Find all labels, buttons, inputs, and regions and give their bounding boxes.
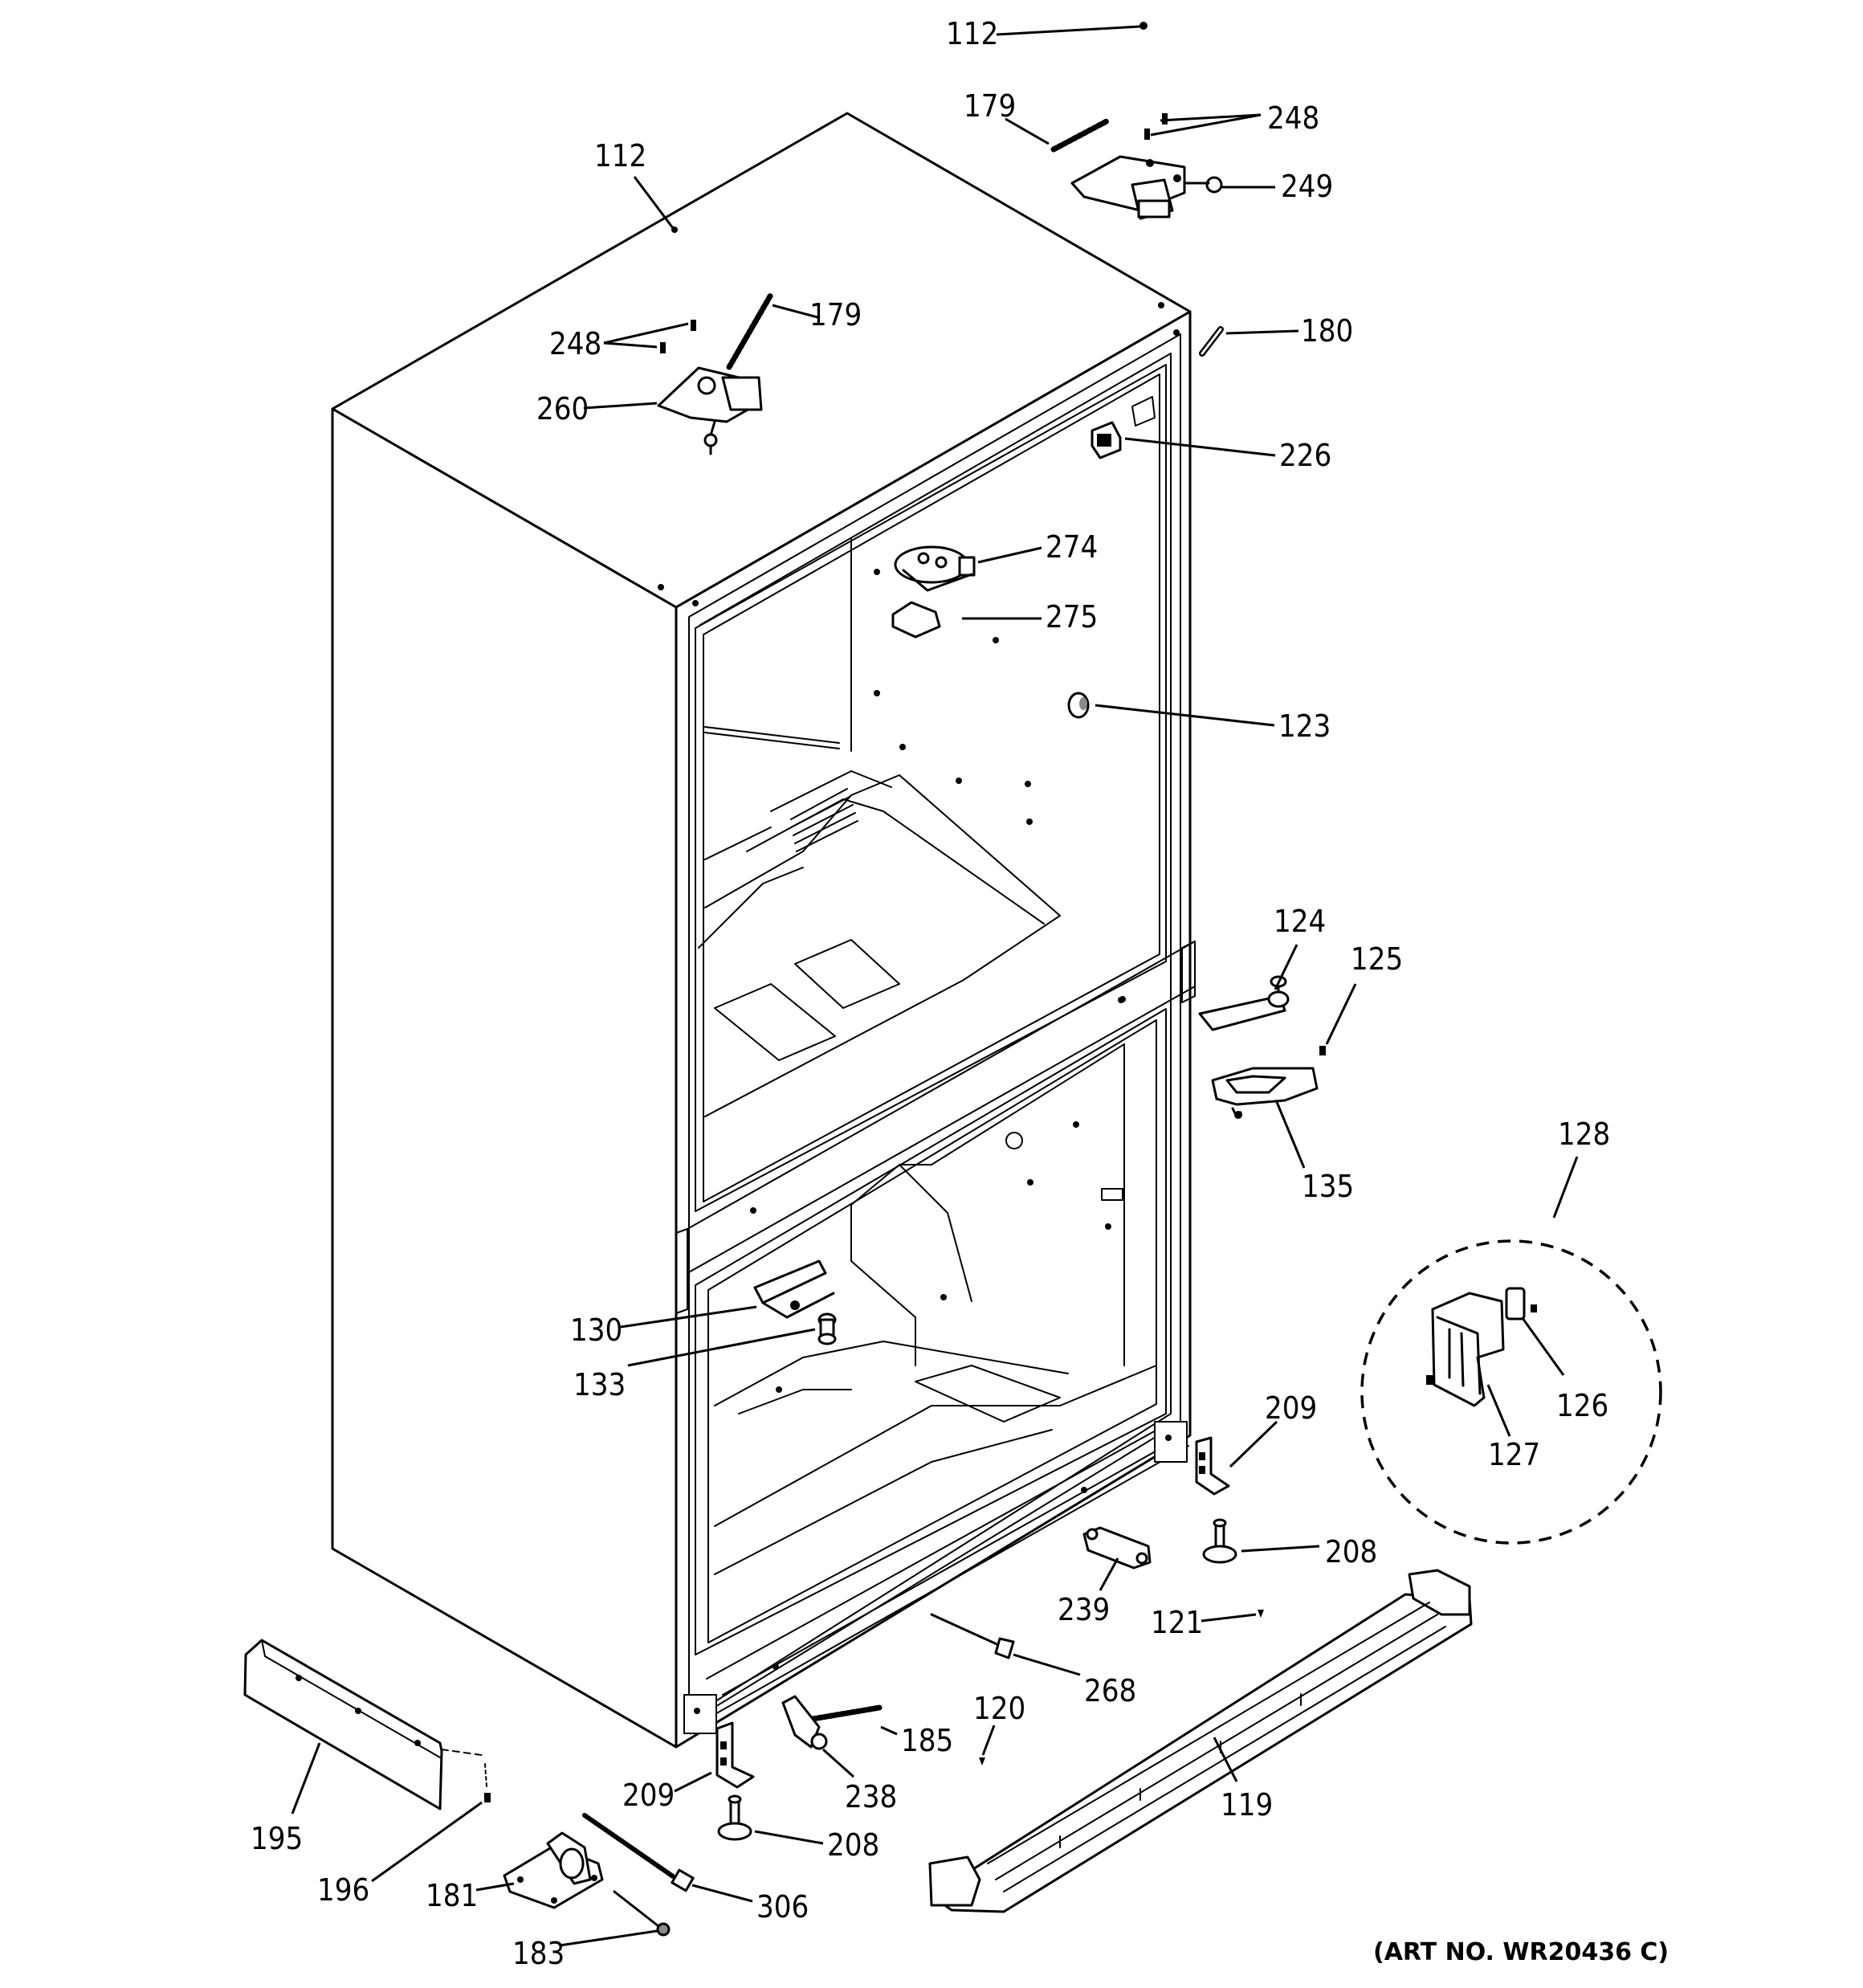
cover-275 <box>891 601 941 639</box>
spring-185 <box>809 1704 883 1722</box>
bracket-124 <box>1198 975 1290 1031</box>
callout-126: 126 <box>1556 1388 1608 1423</box>
callout-135: 135 <box>1302 1169 1354 1204</box>
callout-180: 180 <box>1301 313 1353 349</box>
callout-248-top: 248 <box>1267 100 1319 136</box>
callout-268: 268 <box>1084 1673 1136 1708</box>
screw-120 <box>979 1757 985 1766</box>
air-vent <box>790 788 858 852</box>
hinge-135 <box>1211 1067 1319 1119</box>
leveler-208-right <box>1202 1518 1237 1564</box>
art-number: (ART NO. WR20436 C) <box>1373 1938 1669 1966</box>
callout-209-left: 209 <box>622 1778 675 1813</box>
rod-268 <box>930 1613 1015 1659</box>
hinge-pin-180 <box>1199 326 1224 357</box>
callout-238: 238 <box>845 1779 897 1815</box>
callout-128: 128 <box>1558 1116 1610 1152</box>
callout-209-right: 209 <box>1265 1390 1317 1426</box>
screw-121 <box>1258 1610 1264 1618</box>
callout-306: 306 <box>756 1889 809 1925</box>
spring-179-cabinet <box>726 292 774 370</box>
callout-121: 121 <box>1151 1605 1203 1640</box>
callout-260: 260 <box>536 391 589 427</box>
callout-119: 119 <box>1221 1787 1273 1823</box>
callout-labels: 112 112 179 248 249 179 248 260 180 226 … <box>251 16 1669 1971</box>
callout-130: 130 <box>570 1312 622 1348</box>
callout-124: 124 <box>1274 904 1326 939</box>
screw-125 <box>1319 1046 1326 1055</box>
roller-239 <box>1082 1526 1152 1570</box>
callout-123: 123 <box>1278 708 1331 744</box>
callout-226: 226 <box>1279 438 1331 473</box>
callout-179-top: 179 <box>964 88 1016 124</box>
callout-274: 274 <box>1046 529 1098 565</box>
screws-248-cabinet <box>660 320 696 353</box>
callout-112-cabinet: 112 <box>594 138 646 173</box>
callout-208-right: 208 <box>1325 1534 1377 1570</box>
callout-249: 249 <box>1281 169 1333 204</box>
bracket-238 <box>781 1695 828 1750</box>
callout-120: 120 <box>973 1691 1025 1726</box>
refrigerator-cabinet <box>331 112 1192 1749</box>
hinge-260 <box>657 366 763 455</box>
leveler-208-left <box>717 1794 752 1841</box>
pin-133 <box>817 1312 837 1345</box>
kickplate-195 <box>243 1639 483 1810</box>
bushing-123 <box>1067 692 1090 719</box>
spring-179-top <box>1050 117 1111 153</box>
leveling-leg-bracket-209-right <box>1195 1436 1230 1496</box>
rod-306 <box>582 1813 695 1892</box>
callout-239: 239 <box>1058 1592 1110 1627</box>
roller-181 <box>503 1831 604 1909</box>
fresh-food-compartment <box>695 364 1167 1212</box>
callout-125: 125 <box>1351 941 1403 977</box>
freezer-compartment <box>683 1008 1189 1734</box>
callout-127: 127 <box>1488 1437 1540 1472</box>
callout-183: 183 <box>512 1936 565 1971</box>
leveling-leg-bracket-209-left <box>715 1721 755 1789</box>
callout-179-cabinet: 179 <box>809 297 862 333</box>
screw-112-top <box>1139 22 1148 30</box>
hinge-249 <box>1070 155 1223 220</box>
detail-128 <box>1360 1239 1662 1545</box>
callout-133: 133 <box>573 1367 626 1402</box>
callout-185: 185 <box>901 1723 953 1758</box>
callout-208-left: 208 <box>827 1827 879 1863</box>
callout-112-top: 112 <box>946 16 998 51</box>
callout-275: 275 <box>1046 599 1098 635</box>
leader-lines <box>291 25 1579 1947</box>
switch-226 <box>1090 396 1156 459</box>
screw-196 <box>484 1763 491 1802</box>
callout-181: 181 <box>426 1878 478 1913</box>
callout-196: 196 <box>317 1872 369 1908</box>
callout-248-cabinet: 248 <box>549 326 601 361</box>
part-274 <box>894 545 976 592</box>
bracket-130 <box>753 1259 835 1319</box>
center-mullion <box>675 941 1196 1314</box>
callout-195: 195 <box>251 1821 303 1856</box>
screws-248-top <box>1144 113 1168 140</box>
rod-183 <box>613 1890 671 1937</box>
